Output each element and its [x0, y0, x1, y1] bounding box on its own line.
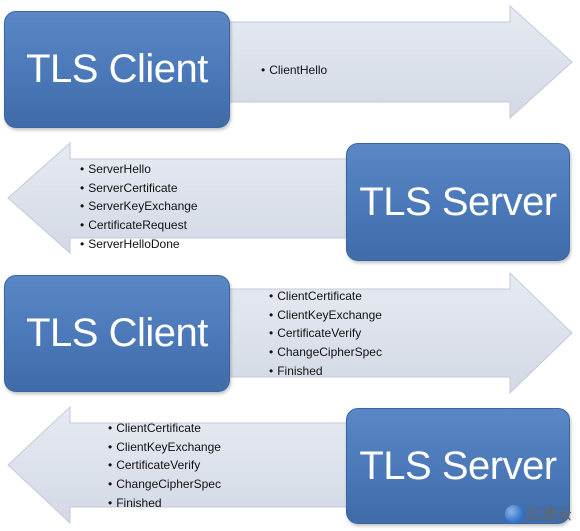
message-item: ClientKeyExchange — [269, 306, 382, 325]
tls-client-box-1: TLS Client — [4, 11, 230, 128]
message-item: ClientHello — [261, 61, 327, 80]
message-item: ServerHelloDone — [80, 235, 198, 254]
message-item: ClientKeyExchange — [108, 438, 221, 457]
box-label: TLS Server — [359, 179, 557, 224]
message-item: ClientCertificate — [269, 287, 382, 306]
message-list-1: ClientHello — [261, 61, 327, 80]
message-item: ClientCertificate — [108, 419, 221, 438]
cloud-logo-icon — [504, 504, 523, 523]
message-item: CertificateRequest — [80, 216, 198, 235]
message-item: ServerCertificate — [80, 179, 198, 198]
message-item: Finished — [108, 494, 221, 513]
box-label: TLS Client — [26, 47, 208, 91]
message-item: ChangeCipherSpec — [269, 343, 382, 362]
arrow-right-1 — [219, 4, 573, 120]
tls-client-box-2: TLS Client — [4, 275, 230, 392]
message-item: CertificateVerify — [269, 324, 382, 343]
watermark: 亿速云 — [504, 503, 572, 524]
message-item: ServerKeyExchange — [80, 197, 197, 216]
message-list-3: ClientCertificate ClientKeyExchange Cert… — [269, 287, 382, 381]
message-item: ChangeCipherSpec — [108, 475, 221, 494]
box-label: TLS Client — [26, 311, 208, 355]
message-list-2: ServerHello ServerCertificate ServerKeyE… — [80, 160, 198, 254]
message-item: CertificateVerify — [108, 456, 221, 475]
watermark-text: 亿速云 — [526, 506, 572, 523]
box-label: TLS Server — [359, 443, 557, 488]
message-item: Finished — [269, 362, 382, 381]
tls-server-box-1: TLS Server — [346, 143, 570, 261]
message-list-4: ClientCertificate ClientKeyExchange Cert… — [108, 419, 221, 513]
message-item: ServerHello — [80, 160, 198, 179]
tls-server-box-2: TLS Server — [346, 408, 570, 524]
